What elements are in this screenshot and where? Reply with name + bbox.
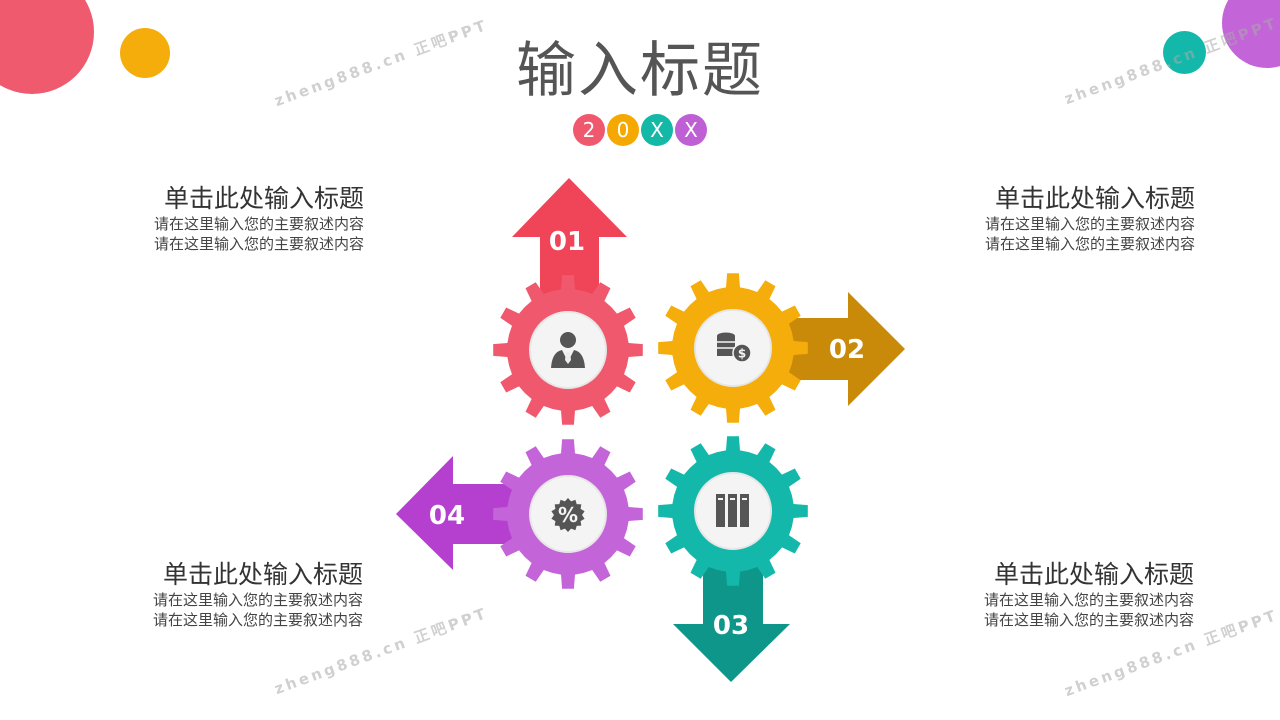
text-block-bottom-right: 单击此处输入标题 请在这里输入您的主要叙述内容 请在这里输入您的主要叙述内容 — [934, 560, 1194, 630]
step-number-01: 01 — [549, 227, 585, 257]
year-badges: 2 0 X X — [573, 114, 713, 146]
block-body-line: 请在这里输入您的主要叙述内容 — [983, 591, 1194, 609]
coins-icon: $ — [717, 332, 752, 363]
block-heading: 单击此处输入标题 — [163, 184, 364, 213]
step-number-02: 02 — [829, 335, 865, 365]
block-heading: 单击此处输入标题 — [162, 560, 363, 589]
block-heading: 单击此处输入标题 — [994, 184, 1195, 213]
block-body-line: 请在这里输入您的主要叙述内容 — [153, 215, 364, 233]
books-icon — [716, 494, 749, 527]
block-body-line: 请在这里输入您的主要叙述内容 — [983, 611, 1194, 629]
block-body-line: 请在这里输入您的主要叙述内容 — [152, 591, 363, 609]
arrow-01 — [512, 178, 627, 300]
text-block-top-right: 单击此处输入标题 请在这里输入您的主要叙述内容 请在这里输入您的主要叙述内容 — [935, 184, 1195, 254]
badge-shape — [551, 498, 585, 532]
page-title: 输入标题 — [516, 36, 764, 106]
text-block-top-left: 单击此处输入标题 请在这里输入您的主要叙述内容 请在这里输入您的主要叙述内容 — [104, 184, 364, 254]
percent-glyph: % — [558, 503, 578, 527]
block-body-line: 请在这里输入您的主要叙述内容 — [984, 235, 1195, 253]
percent-badge-icon — [551, 498, 585, 532]
year-dot: X — [641, 114, 673, 146]
step-number-03: 03 — [713, 611, 749, 641]
decor-circle-teal — [1163, 31, 1206, 74]
text-block-bottom-left: 单击此处输入标题 请在这里输入您的主要叙述内容 请在这里输入您的主要叙述内容 — [103, 560, 363, 630]
arrow-04 — [396, 456, 520, 570]
block-body-line: 请在这里输入您的主要叙述内容 — [153, 235, 364, 253]
year-dot: 0 — [607, 114, 639, 146]
svg-text:$: $ — [738, 347, 746, 361]
person-icon — [551, 332, 585, 368]
block-heading: 单击此处输入标题 — [993, 560, 1194, 589]
decor-circle-yellow — [120, 28, 170, 78]
block-body-line: 请在这里输入您的主要叙述内容 — [984, 215, 1195, 233]
arrow-03 — [673, 560, 790, 682]
arrow-02 — [780, 292, 905, 406]
gear-center — [529, 311, 607, 389]
block-body-line: 请在这里输入您的主要叙述内容 — [152, 611, 363, 629]
year-dot: 2 — [573, 114, 605, 146]
step-number-04: 04 — [429, 501, 465, 531]
year-dot: X — [675, 114, 707, 146]
